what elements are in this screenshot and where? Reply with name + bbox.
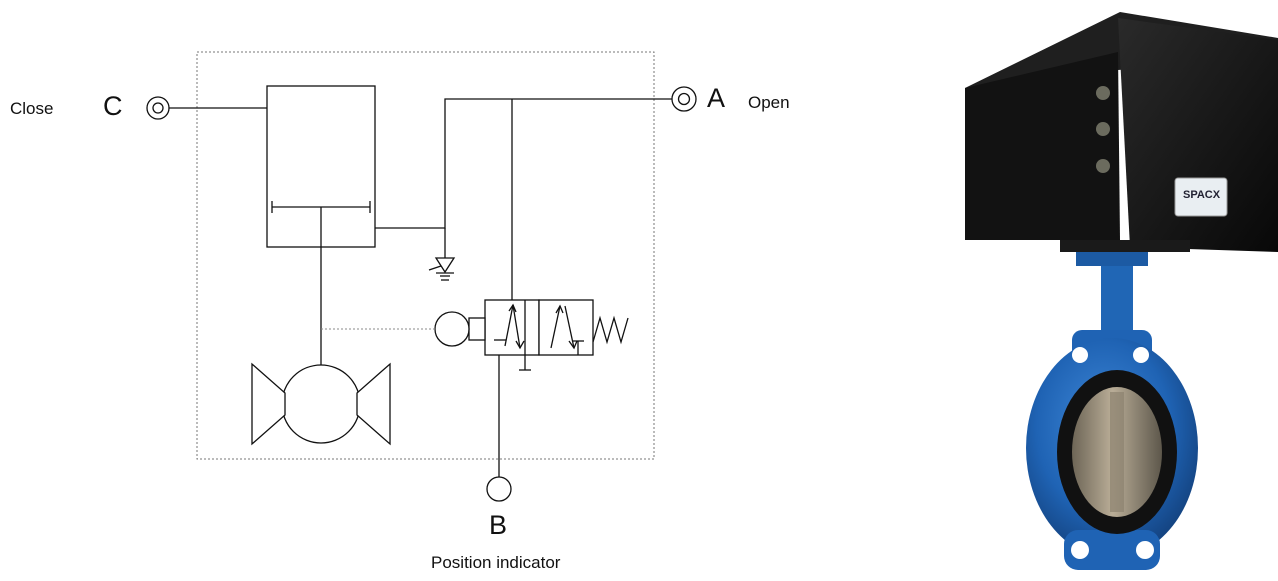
- valve-neck: [1101, 262, 1133, 342]
- valve-disc-symbol: [281, 364, 361, 444]
- valve-body-left: [251, 362, 286, 446]
- valve-body-right: [356, 362, 391, 446]
- port-b-letter: B: [489, 510, 508, 540]
- port-c-inner: [152, 102, 164, 114]
- actuator-housing-left: [965, 52, 1120, 240]
- actuator-housing-front: [1118, 18, 1278, 252]
- close-label: Close: [10, 99, 54, 118]
- port-a-outer: [671, 86, 697, 112]
- brand-plate: [1174, 177, 1228, 217]
- valve-photo: [965, 12, 1278, 570]
- open-label: Open: [748, 93, 790, 112]
- brand-label: SPACX: [1183, 189, 1221, 201]
- check-valve: [434, 257, 456, 274]
- return-spring: [592, 315, 629, 345]
- port-c-outer: [146, 96, 170, 120]
- port-c-letter: C: [103, 91, 123, 121]
- solenoid-coil: [468, 317, 486, 341]
- port-a-inner: [677, 92, 691, 106]
- position-indicator-label: Position indicator: [431, 553, 561, 572]
- port-b: [486, 476, 512, 502]
- line-cylinder-to-a: [375, 98, 672, 229]
- system-boundary: [196, 51, 655, 460]
- solenoid-operator: [434, 311, 470, 347]
- port-a-letter: A: [707, 83, 726, 113]
